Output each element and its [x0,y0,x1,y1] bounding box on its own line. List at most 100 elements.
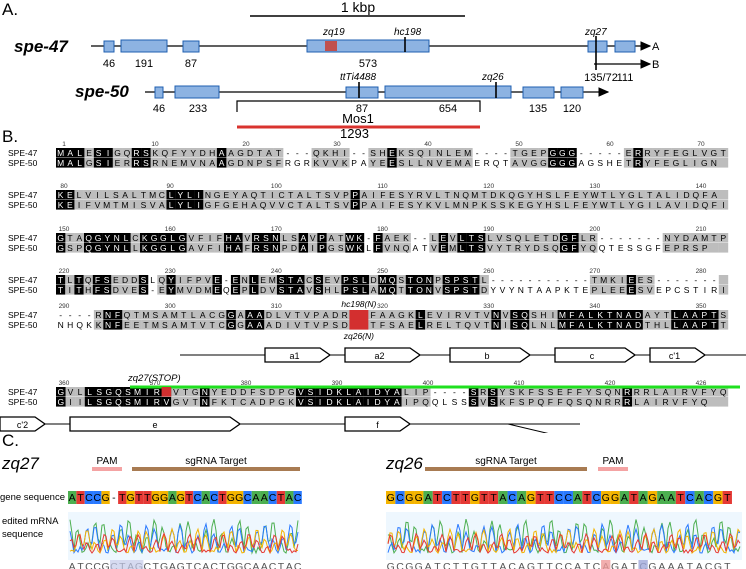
residue: V [334,275,340,285]
residue-shade [617,190,627,200]
residue-shade [267,200,278,210]
residue-shade [718,190,729,200]
beta-strand-arrow [0,416,47,432]
residue-shade [589,275,600,285]
residue: N [272,233,278,243]
residue-shade [264,158,274,168]
residue-shade [56,387,66,397]
residue: - [286,148,289,158]
residue: S [263,233,269,243]
residue-shade [623,158,634,168]
zq26-edited-base: C [705,561,713,569]
residue-shade [248,397,258,407]
tick-label: 140 [696,183,707,190]
residue-shade [500,320,511,330]
residue: T [134,310,139,320]
residue: S [143,148,149,158]
residue-shade [476,233,486,243]
residue: T [141,190,146,200]
residue: R [484,158,490,168]
residue: E [221,387,227,397]
residue-shade [286,285,296,295]
residue: A [665,200,671,210]
seq-name: SPE-50 [8,200,38,210]
zq27-gene-base: T [219,492,226,504]
residue-shade [718,200,729,210]
residue-shade [326,243,337,253]
tick-label: 50 [515,141,523,148]
zq26-gene-base-box [432,491,443,504]
residue-shade [425,320,435,330]
residue: A [536,285,542,295]
residue: S [260,387,266,397]
residue: S [162,320,168,330]
residue: K [288,397,294,407]
residue: A [384,233,390,243]
residue: N [247,158,253,168]
residue-shade [359,285,370,295]
residue: F [115,320,120,330]
residue: Y [654,148,660,158]
residue: A [219,158,225,168]
seq-name: SPE-47 [8,310,38,320]
residue: I [319,397,321,407]
residue-shade [466,243,477,253]
residue-shade [84,148,95,158]
residue: R [635,148,641,158]
residue-shade [322,190,333,200]
residue-shade [140,233,150,243]
residue: I [367,387,369,397]
residue: E [610,285,616,295]
residue: S [316,275,322,285]
residue-shade [680,320,691,330]
residue: - [610,233,613,243]
residue-shade [224,243,234,253]
residue-shade [92,275,103,285]
residue: S [104,285,110,295]
residue-shade [56,233,66,243]
residue: R [342,310,348,320]
residue-shade [641,397,652,407]
residue: - [575,275,578,285]
residue: V [334,190,340,200]
residue-shade [444,148,454,158]
residue-shade [494,233,505,243]
residue: S [125,397,131,407]
residue: D [231,387,237,397]
spe50-exon-1 [154,86,164,99]
residue: F [86,200,91,210]
residue: V [205,275,211,285]
zq27-edited-base: A [261,561,268,569]
zq27-title: zq27 [2,454,39,473]
residue-shade [595,310,606,320]
residue: D [534,243,540,253]
residue: L [67,275,72,285]
residue-shade [541,243,551,253]
residue-shade [112,310,123,320]
residue: G [559,158,566,168]
residue-shade [497,190,508,200]
residue: D [291,243,297,253]
residue-shade [83,285,94,295]
residue: V [484,310,490,320]
residue-shade [588,233,598,243]
residue-shade [122,310,132,320]
residue: - [580,148,583,158]
residue: S [463,285,469,295]
residue: G [278,397,285,407]
residue: L [611,190,616,200]
residue: M [600,275,607,285]
residue-shade [93,233,103,243]
residue: Y [104,233,110,243]
residue: A [300,243,306,253]
residue: P [352,200,358,210]
residue: S [408,148,414,158]
residue: A [235,243,241,253]
residue: T [609,243,614,253]
residue: - [443,387,446,397]
residue: S [471,397,477,407]
residue: A [683,320,689,330]
panel-b-letter: B. [2,127,19,146]
residue: G [637,200,644,210]
residue: G [540,158,547,168]
